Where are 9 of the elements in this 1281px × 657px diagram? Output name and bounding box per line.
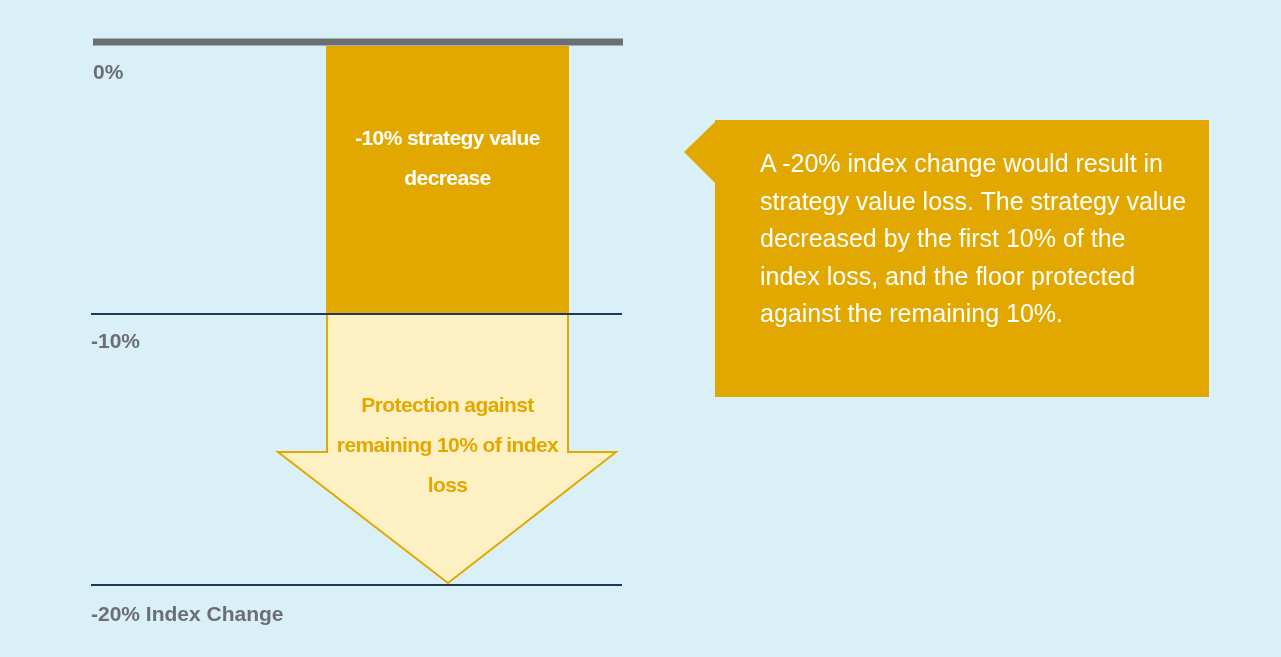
protection-arrow <box>275 313 619 585</box>
box-text: -10% strategy value decrease <box>354 125 541 191</box>
box-text: Protection against remaining 10% of index loss <box>335 392 560 498</box>
callout-text: A -20% index change would result in strategy value loss. The strategy value decreased by the first 10% of the index loss, and the floor protected against the remaining 10%. <box>760 148 1188 329</box>
axis-label: -10% <box>91 329 141 353</box>
axis-label: -20% Index Change <box>91 602 284 626</box>
axis-label: 0% <box>93 60 124 84</box>
value-decrease-box <box>326 46 569 314</box>
callout-box <box>684 120 1209 397</box>
